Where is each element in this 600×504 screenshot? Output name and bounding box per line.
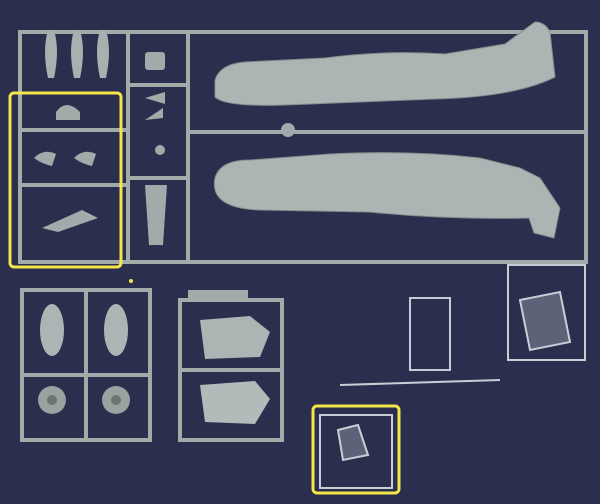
yellow-dot bbox=[129, 279, 133, 283]
wheel-sprue bbox=[20, 288, 152, 442]
cowling-sprue bbox=[178, 290, 284, 442]
cockpit-parts bbox=[34, 105, 98, 232]
highlight-box-clear bbox=[311, 404, 401, 495]
main-sprue bbox=[18, 30, 588, 264]
fuselage-halves bbox=[213, 21, 561, 239]
propeller-blades bbox=[45, 30, 109, 78]
small-parts bbox=[145, 52, 295, 245]
highlight-box-cockpit bbox=[8, 91, 123, 269]
clear-parts-sprue bbox=[319, 264, 586, 489]
